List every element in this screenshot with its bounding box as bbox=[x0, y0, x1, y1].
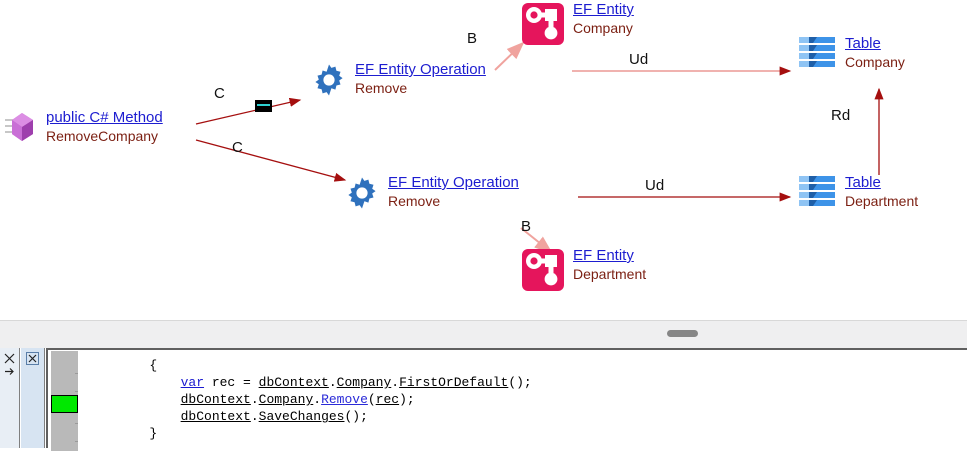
node-subtitle: Remove bbox=[388, 193, 441, 209]
node-ef-entity-department[interactable]: EF Entity Department bbox=[521, 248, 646, 297]
code-token: SaveChanges bbox=[258, 409, 345, 424]
ef-entity-icon bbox=[521, 2, 565, 51]
node-entity-department-text: EF Entity Department bbox=[573, 248, 646, 281]
code-token: . bbox=[313, 392, 322, 407]
node-op-company-text: EF Entity Operation Remove bbox=[355, 62, 486, 95]
tool-window-dock-strip-left[interactable] bbox=[0, 348, 20, 448]
node-table-company[interactable]: Table Company bbox=[797, 36, 905, 75]
edge-label-b-bottom: B bbox=[521, 218, 532, 235]
bookmark-marker[interactable] bbox=[51, 395, 78, 413]
close-icon[interactable] bbox=[26, 352, 39, 365]
code-token: { bbox=[149, 358, 158, 373]
code-token: rec bbox=[375, 392, 400, 407]
edge-c-top bbox=[195, 97, 302, 125]
node-csharp-method[interactable]: public C# Method RemoveCompany bbox=[4, 110, 163, 149]
code-text-content[interactable]: { var rec = dbContext.Company.FirstOrDef… bbox=[87, 357, 532, 442]
database-table-icon bbox=[797, 36, 837, 75]
code-line: dbContext.Company.Remove(rec); bbox=[87, 391, 532, 408]
edge-label-rd: Rd bbox=[831, 107, 851, 124]
code-token: dbContext bbox=[258, 375, 329, 390]
node-op-department-text: EF Entity Operation Remove bbox=[388, 175, 519, 208]
csharp-method-cube-icon bbox=[4, 110, 38, 149]
node-ef-entity-company[interactable]: EF Entity Company bbox=[521, 2, 634, 51]
edge-b-bottom bbox=[520, 227, 553, 254]
code-token: Remove bbox=[321, 392, 368, 407]
code-token: rec = bbox=[204, 375, 259, 390]
code-token: Company bbox=[258, 392, 314, 407]
code-token: dbContext bbox=[180, 409, 251, 424]
code-line: } bbox=[87, 425, 532, 442]
code-token: dbContext bbox=[180, 392, 251, 407]
code-line: var rec = dbContext.Company.FirstOrDefau… bbox=[87, 374, 532, 391]
node-table-department[interactable]: Table Department bbox=[797, 175, 918, 214]
tool-window-dock-strip-secondary[interactable] bbox=[21, 348, 45, 448]
code-line: { bbox=[87, 357, 532, 374]
code-token: . bbox=[328, 375, 337, 390]
node-ef-entity-operation-department[interactable]: EF Entity Operation Remove bbox=[344, 175, 519, 216]
node-ef-entity-operation-company[interactable]: EF Entity Operation Remove bbox=[311, 62, 486, 103]
code-token: . bbox=[250, 409, 259, 424]
edge-label-ud-top: Ud bbox=[629, 51, 649, 68]
node-title-link[interactable]: EF Entity Operation bbox=[388, 174, 519, 191]
database-table-icon bbox=[797, 175, 837, 214]
node-subtitle: Remove bbox=[355, 80, 408, 96]
node-subtitle: Company bbox=[573, 20, 633, 36]
close-icon[interactable] bbox=[3, 352, 16, 365]
node-csharp-method-text: public C# Method RemoveCompany bbox=[46, 110, 163, 143]
ef-entity-icon bbox=[521, 248, 565, 297]
edge-label-ud-bottom: Ud bbox=[645, 177, 665, 194]
code-editor-pane[interactable]: { var rec = dbContext.Company.FirstOrDef… bbox=[0, 348, 967, 451]
edge-label-c-top: C bbox=[214, 85, 225, 102]
code-line: dbContext.SaveChanges(); bbox=[87, 408, 532, 425]
node-title-link[interactable]: EF Entity bbox=[573, 247, 634, 264]
edge-b-top bbox=[494, 41, 525, 71]
edge-label-c-bottom: C bbox=[232, 139, 243, 156]
gear-icon bbox=[311, 62, 347, 103]
node-title-link[interactable]: Table bbox=[845, 35, 881, 52]
node-title-link[interactable]: EF Entity Operation bbox=[355, 61, 486, 78]
code-token: FirstOrDefault bbox=[399, 375, 509, 390]
edge-c-top-marker-slot bbox=[257, 104, 270, 106]
gutter-edge bbox=[78, 351, 82, 451]
edge-label-b-top: B bbox=[467, 30, 478, 47]
splitter-grip-handle[interactable] bbox=[667, 330, 698, 337]
node-subtitle: Department bbox=[573, 266, 647, 282]
code-token: . bbox=[250, 392, 259, 407]
node-subtitle: Department bbox=[845, 193, 919, 209]
code-token: var bbox=[180, 375, 205, 390]
edge-c-bottom bbox=[195, 139, 347, 182]
code-token: Company bbox=[336, 375, 392, 390]
architecture-diagram-canvas[interactable]: C C B B Ud Ud Rd public C# Method Remove… bbox=[0, 0, 967, 320]
node-title-link[interactable]: public C# Method bbox=[46, 109, 163, 126]
code-token: ( bbox=[367, 392, 376, 407]
node-table-company-text: Table Company bbox=[845, 36, 905, 69]
code-token: (); bbox=[344, 409, 368, 424]
gear-icon bbox=[344, 175, 380, 216]
node-entity-company-text: EF Entity Company bbox=[573, 2, 634, 35]
node-subtitle: RemoveCompany bbox=[46, 128, 159, 144]
code-token: . bbox=[391, 375, 400, 390]
code-token: (); bbox=[508, 375, 532, 390]
code-token: } bbox=[149, 426, 158, 441]
code-token: ); bbox=[399, 392, 415, 407]
node-title-link[interactable]: EF Entity bbox=[573, 1, 634, 18]
code-editor[interactable]: { var rec = dbContext.Company.FirstOrDef… bbox=[46, 348, 967, 451]
diagram-edges-layer bbox=[195, 41, 884, 254]
code-editor-surface[interactable]: { var rec = dbContext.Company.FirstOrDef… bbox=[48, 350, 967, 451]
node-subtitle: Company bbox=[845, 54, 905, 70]
node-title-link[interactable]: Table bbox=[845, 174, 881, 191]
horizontal-splitter[interactable] bbox=[0, 320, 967, 350]
node-table-department-text: Table Department bbox=[845, 175, 918, 208]
arrow-right-icon[interactable] bbox=[3, 365, 16, 378]
